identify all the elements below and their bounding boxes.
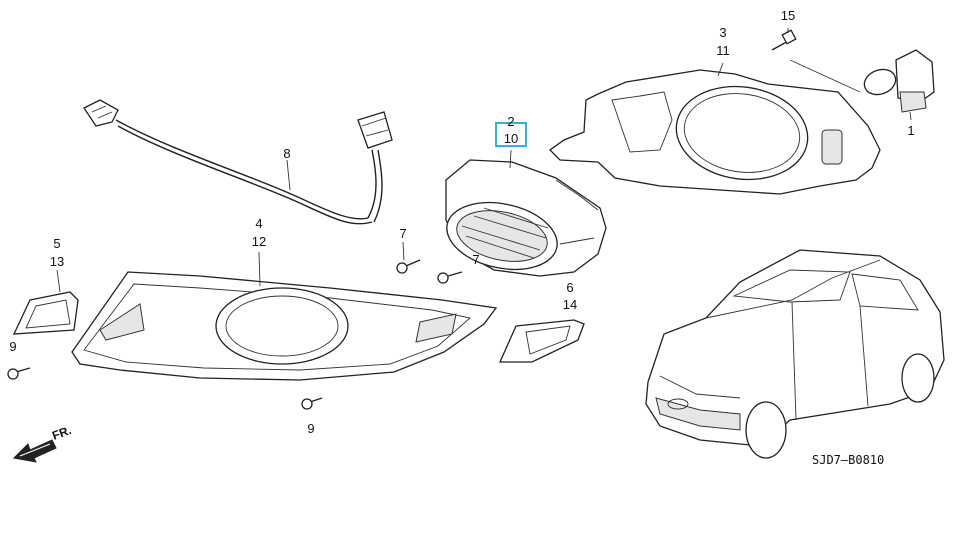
diagram-code: SJD7—B0810 <box>812 453 884 467</box>
callout-3: 3 <box>719 25 726 40</box>
callout-9-left: 9 <box>9 339 16 354</box>
callout-13: 13 <box>50 254 64 269</box>
direction-label: FR. <box>50 423 73 443</box>
callout-12: 12 <box>252 234 266 249</box>
screw-9-left-part[interactable] <box>7 367 31 380</box>
screw-15-part[interactable] <box>771 28 797 51</box>
fog-light-garnish-part[interactable] <box>71 251 498 381</box>
callout-2: 2 <box>507 114 514 129</box>
callout-10: 10 <box>504 131 518 146</box>
bulb-part[interactable] <box>861 49 935 121</box>
bolt-7-lower-part[interactable] <box>437 271 463 284</box>
highlight-box <box>495 122 527 147</box>
callout-1: 1 <box>907 123 914 138</box>
callout-15: 15 <box>781 8 795 23</box>
callout-8: 8 <box>283 146 290 161</box>
callout-7-upper: 7 <box>399 226 406 241</box>
car-illustration <box>645 249 945 459</box>
front-direction-arrow-icon <box>12 439 57 463</box>
callout-14: 14 <box>563 297 577 312</box>
callout-9-bottom: 9 <box>307 421 314 436</box>
screw-9-bottom-part[interactable] <box>301 397 323 410</box>
bolt-7-upper-part[interactable] <box>396 241 421 274</box>
fog-light-housing-part[interactable] <box>441 149 607 279</box>
cover-right-part[interactable] <box>498 319 585 363</box>
fog-light-bracket-part[interactable] <box>548 59 881 195</box>
callout-5: 5 <box>53 236 60 251</box>
cover-left-part[interactable] <box>12 269 79 335</box>
callout-4: 4 <box>255 216 262 231</box>
callout-7-lower: 7 <box>472 252 479 267</box>
callout-11: 11 <box>716 43 730 58</box>
callout-6: 6 <box>566 280 573 295</box>
wire-harness-part[interactable] <box>83 99 393 225</box>
